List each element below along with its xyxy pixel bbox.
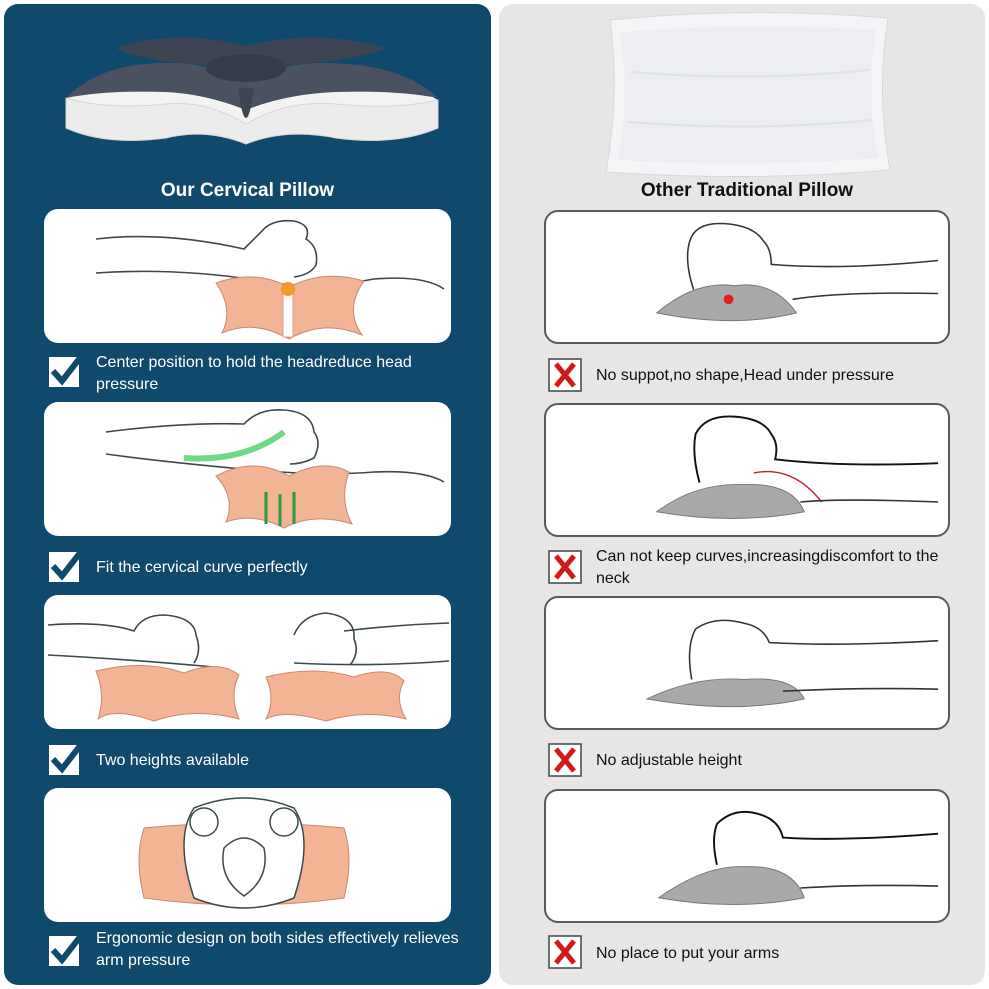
x-mark-icon <box>548 358 582 392</box>
check-icon <box>47 740 85 777</box>
cervical-curve-caption: Fit the cervical curve perfectly <box>96 559 308 576</box>
check-icon <box>47 931 85 968</box>
no-support-caption: No suppot,no shape,Head under pressure <box>596 367 894 384</box>
check-icon <box>47 352 85 389</box>
cervical-pillow-title: Our Cervical Pillow <box>160 180 335 201</box>
cervical-pillow-image <box>65 37 439 145</box>
traditional-pillow-title: Other Traditional Pillow <box>640 180 854 201</box>
no-curve-caption: Can not keep curves,increasingdiscomfort… <box>596 548 939 587</box>
no-arm-space-illustration <box>544 789 950 923</box>
no-support-illustration <box>544 210 950 344</box>
fixed-height-illustration <box>544 596 950 730</box>
center-support-illustration <box>44 209 451 343</box>
fixed-height-caption: No adjustable height <box>596 752 742 769</box>
x-mark-icon <box>548 935 582 969</box>
arm-support-illustration <box>44 788 451 922</box>
traditional-pillow-image <box>605 12 891 177</box>
x-mark-icon <box>548 743 582 777</box>
no-curve-illustration <box>544 403 950 537</box>
two-heights-caption: Two heights available <box>96 752 249 769</box>
check-icon <box>47 547 85 584</box>
arm-support-caption: Ergonomic design on both sides effective… <box>96 930 459 969</box>
cervical-curve-illustration <box>44 402 451 536</box>
center-support-caption: Center position to hold the headreduce h… <box>96 354 412 393</box>
two-heights-illustration <box>44 595 451 729</box>
no-arm-space-caption: No place to put your arms <box>596 945 780 962</box>
x-mark-icon <box>548 550 582 584</box>
